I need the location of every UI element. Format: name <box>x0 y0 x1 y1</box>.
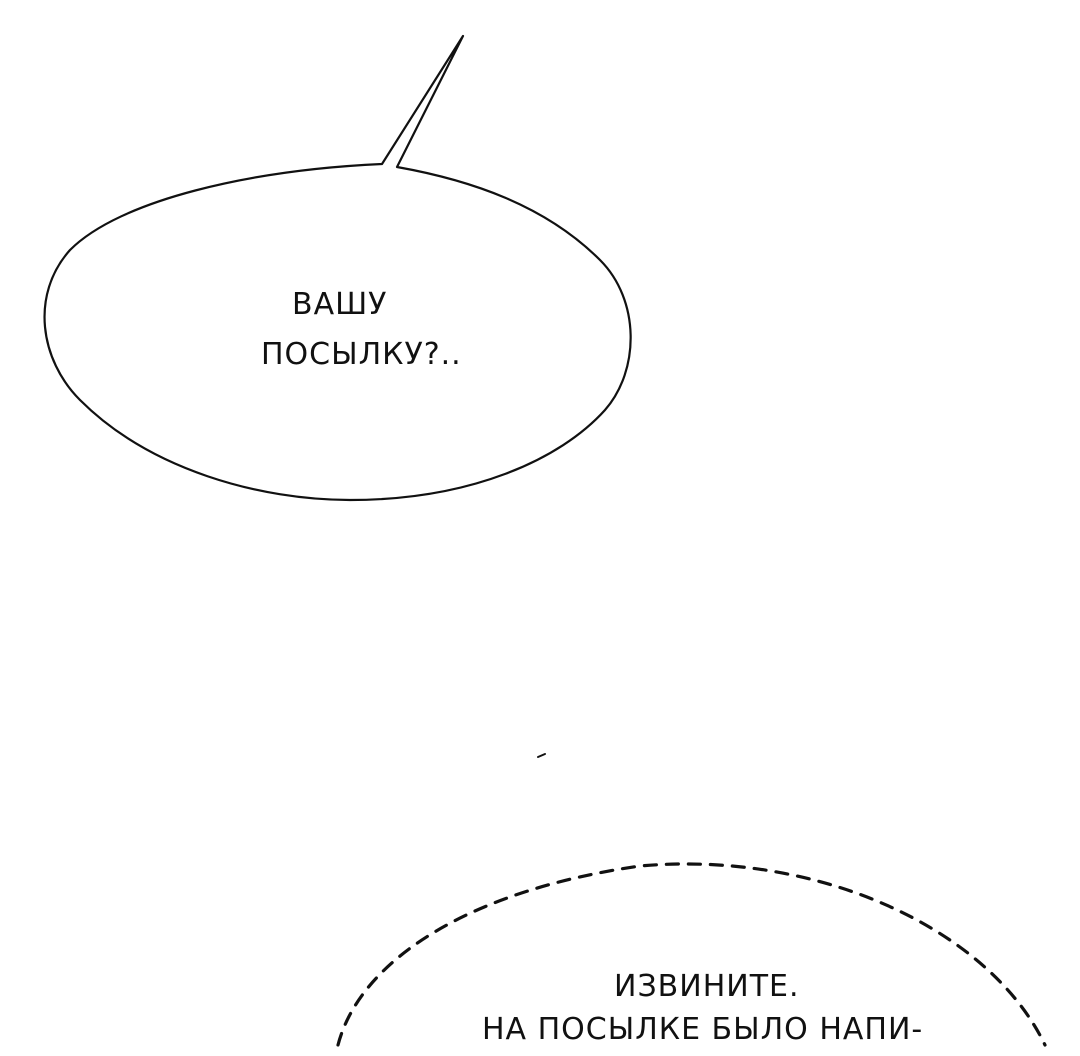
speech-bubble-top <box>43 34 632 502</box>
whisper-bubble-bottom <box>336 862 1047 1047</box>
bubble-top-line-1: ВАШУ <box>292 287 388 322</box>
ink-speck <box>537 753 546 758</box>
bubble-bottom-line-2: НА ПОСЫЛКЕ БЫЛО НАПИ- <box>482 1012 924 1047</box>
bubble-bottom-line-1: ИЗВИНИТЕ. <box>614 969 800 1004</box>
bubble-top-line-2: ПОСЫЛКУ?.. <box>261 337 462 372</box>
